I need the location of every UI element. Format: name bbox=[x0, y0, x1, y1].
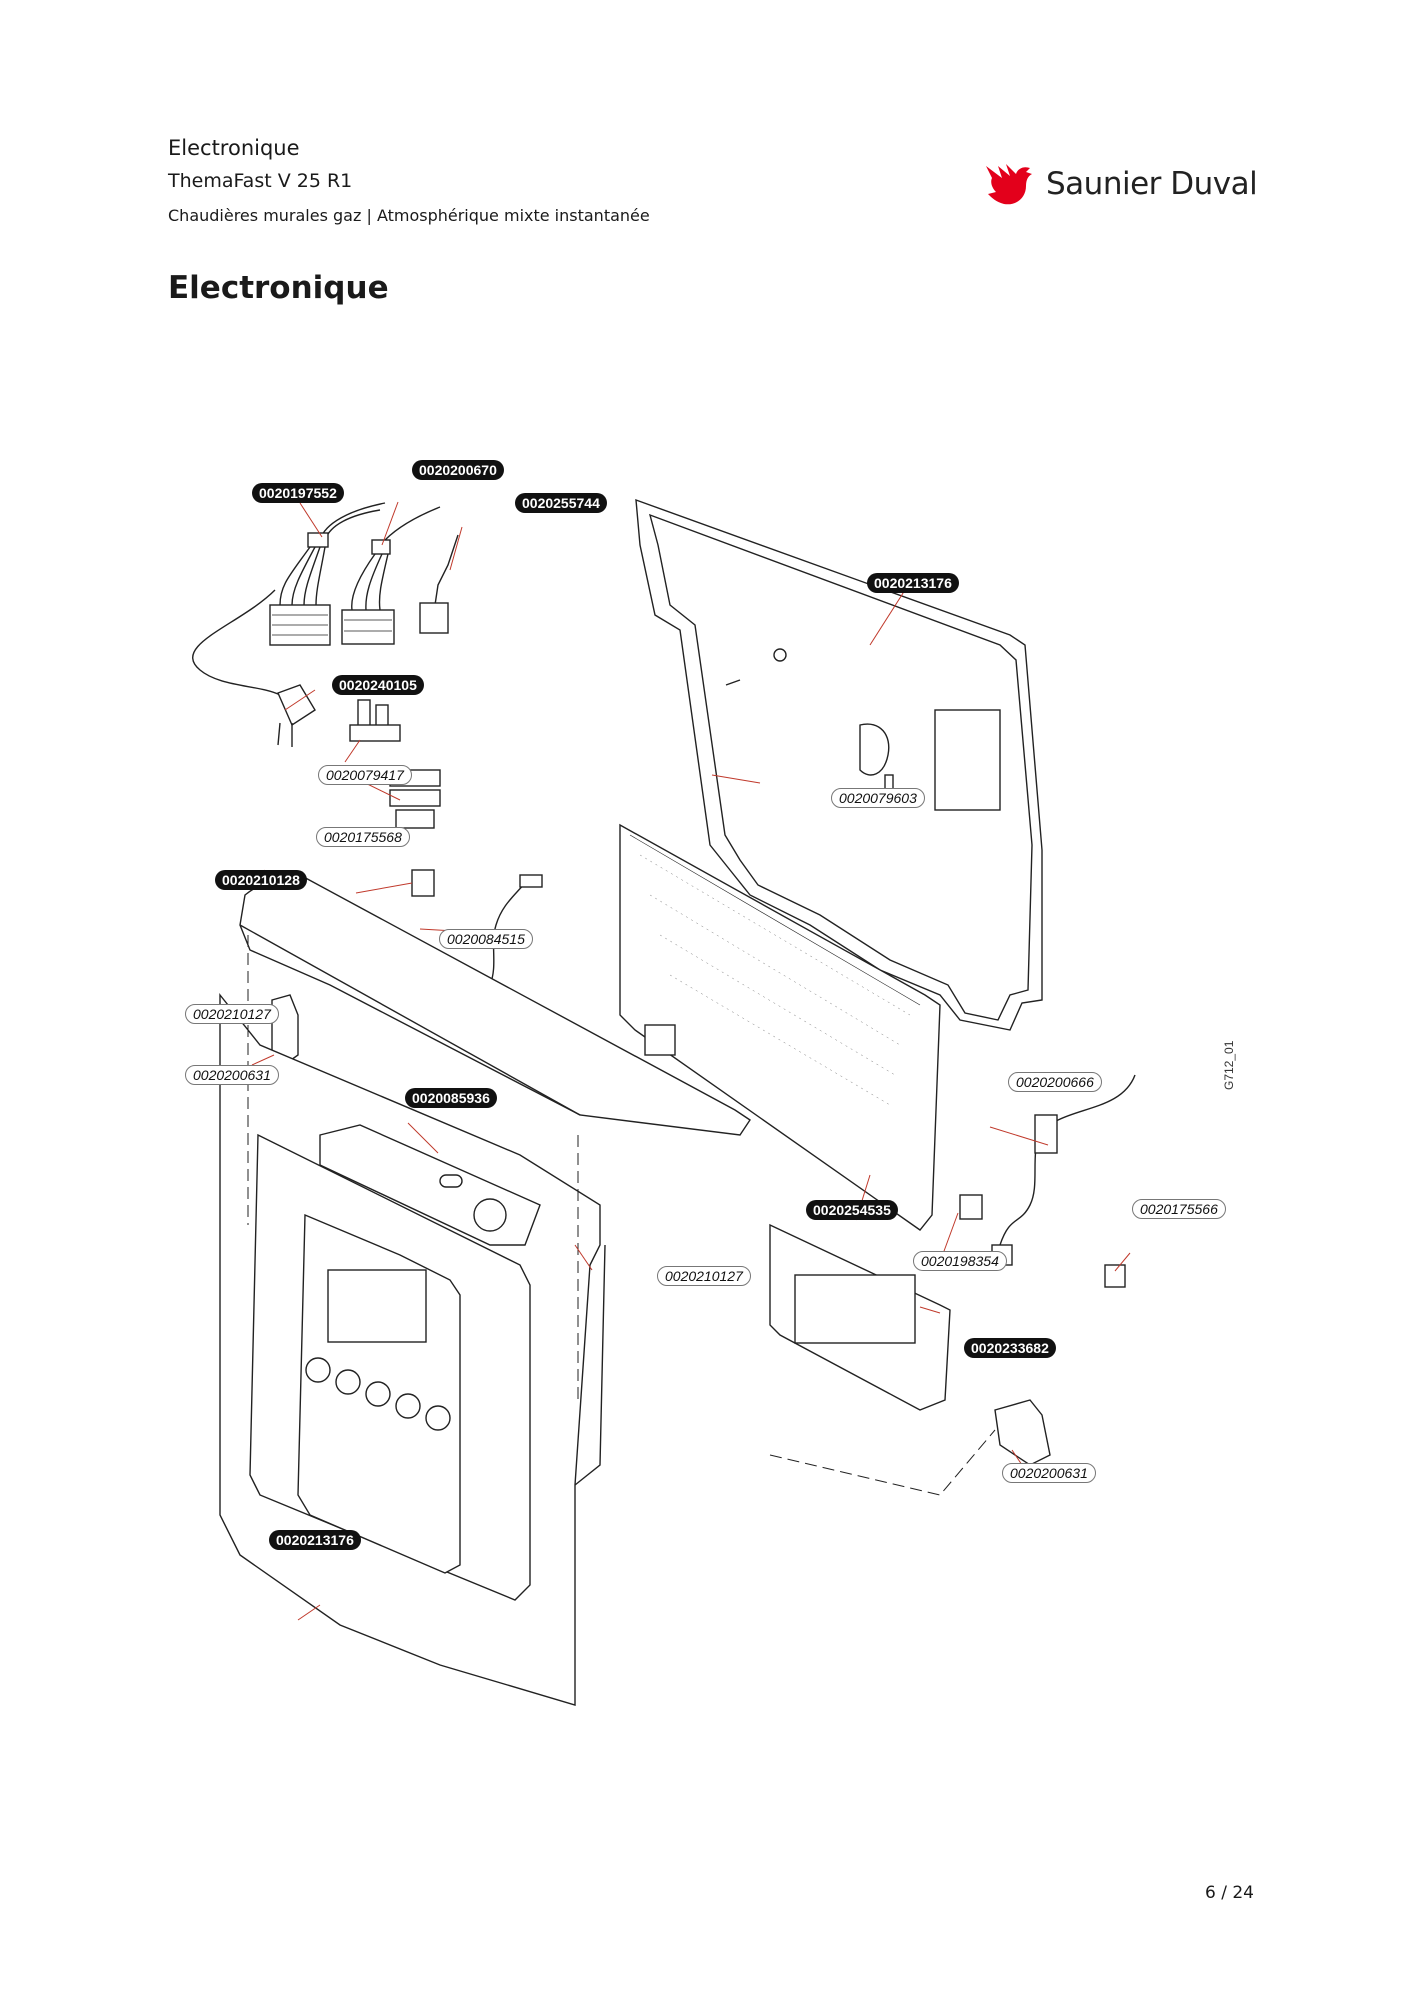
clip-part-right bbox=[1104, 1264, 1126, 1288]
page-title: Electronique bbox=[168, 270, 389, 306]
front-housing bbox=[219, 993, 606, 1706]
part-label: 0020200631 bbox=[1002, 1463, 1096, 1483]
wire-harness-large bbox=[269, 502, 386, 646]
part-label: 0020233682 bbox=[964, 1338, 1056, 1358]
part-label: 0020240105 bbox=[332, 675, 424, 695]
wire-harness-medium bbox=[341, 506, 441, 645]
page-number: 6 / 24 bbox=[1205, 1883, 1254, 1903]
connector-small bbox=[419, 534, 459, 634]
part-label: 0020213176 bbox=[269, 1530, 361, 1550]
part-label: 0020254535 bbox=[806, 1200, 898, 1220]
figure-code: G712_01 bbox=[1222, 1040, 1236, 1090]
part-label: 0020200670 bbox=[412, 460, 504, 480]
brand-name: Saunier Duval bbox=[1046, 166, 1258, 202]
part-label: 0020213176 bbox=[867, 573, 959, 593]
part-label: 0020200666 bbox=[1008, 1072, 1102, 1092]
header-category: Chaudières murales gaz | Atmosphérique m… bbox=[168, 206, 650, 225]
power-cable bbox=[192, 589, 316, 747]
brand-logo: Saunier Duval bbox=[982, 158, 1258, 210]
relay-part bbox=[959, 1194, 983, 1220]
part-label: 0020079603 bbox=[831, 788, 925, 808]
part-label: 0020198354 bbox=[913, 1251, 1007, 1271]
exploded-parts-diagram: 0020197552 0020200670 0020255744 0020213… bbox=[180, 455, 1280, 1725]
part-label: 0020210127 bbox=[657, 1266, 751, 1286]
part-label: 0020175566 bbox=[1132, 1199, 1226, 1219]
part-label: 0020079417 bbox=[318, 765, 412, 785]
part-label: 0020255744 bbox=[515, 493, 607, 513]
display-pcb bbox=[769, 1223, 951, 1411]
display-cradle bbox=[319, 1124, 541, 1246]
part-label: 0020210128 bbox=[215, 870, 307, 890]
part-label: 0020084515 bbox=[439, 929, 533, 949]
header-product: ThemaFast V 25 R1 bbox=[168, 170, 353, 192]
header-section: Electronique bbox=[168, 136, 300, 160]
part-label: 0020175568 bbox=[316, 827, 410, 847]
part-label: 0020210127 bbox=[185, 1004, 279, 1024]
main-pcb bbox=[619, 823, 941, 1231]
back-housing bbox=[635, 498, 1043, 1031]
bird-logo-icon bbox=[986, 164, 1032, 205]
part-label: 0020197552 bbox=[252, 483, 344, 503]
part-label: 0020200631 bbox=[185, 1065, 279, 1085]
clip-part bbox=[411, 869, 435, 897]
sensor-cable bbox=[991, 1074, 1136, 1266]
terminal-blocks bbox=[349, 699, 441, 829]
part-label: 0020085936 bbox=[405, 1088, 497, 1108]
bracket-right bbox=[994, 1399, 1051, 1466]
